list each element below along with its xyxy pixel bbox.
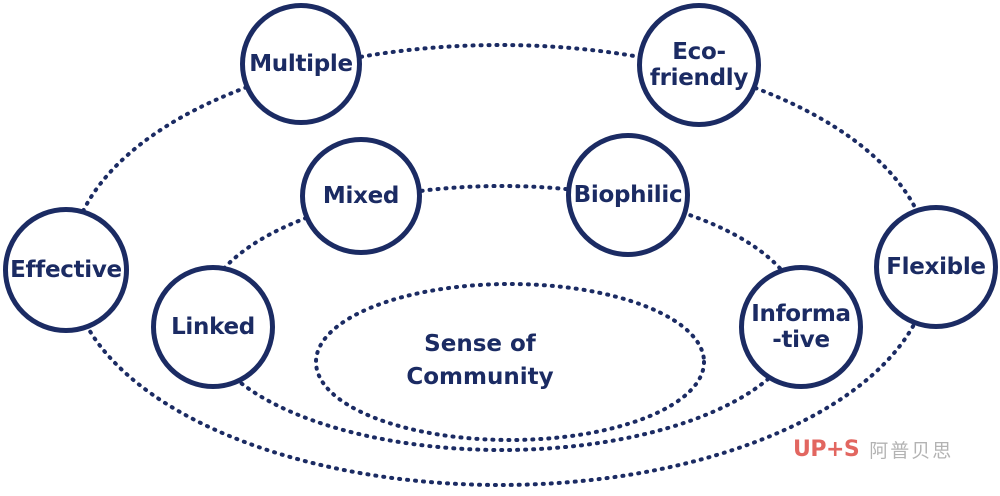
node-flexible: Flexible <box>874 205 998 329</box>
node-label-multiple: Multiple <box>249 50 353 77</box>
inner-ring <box>314 282 706 442</box>
node-mixed: Mixed <box>300 137 422 255</box>
watermark-text: 阿普贝思 <box>869 440 954 462</box>
node-label-effective: Effective <box>10 256 122 283</box>
node-label-eco-friendly: Eco- friendly <box>649 38 749 91</box>
node-linked: Linked <box>151 265 275 389</box>
node-label-informative: Informa -tive <box>751 300 851 353</box>
node-label-flexible: Flexible <box>886 253 986 280</box>
middle-ring <box>200 184 804 452</box>
node-eco-friendly: Eco- friendly <box>637 3 761 127</box>
node-label-biophilic: Biophilic <box>573 181 683 208</box>
node-label-mixed: Mixed <box>322 182 400 209</box>
watermark-brand: UP+S <box>793 437 860 462</box>
node-label-linked: Linked <box>171 313 255 340</box>
node-informative: Informa -tive <box>739 265 863 389</box>
node-multiple: Multiple <box>240 3 362 125</box>
watermark: UP+S 阿普贝思 <box>793 436 953 463</box>
node-effective: Effective <box>3 207 129 333</box>
node-biophilic: Biophilic <box>566 133 690 257</box>
center-label: Sense of Community <box>406 331 554 391</box>
